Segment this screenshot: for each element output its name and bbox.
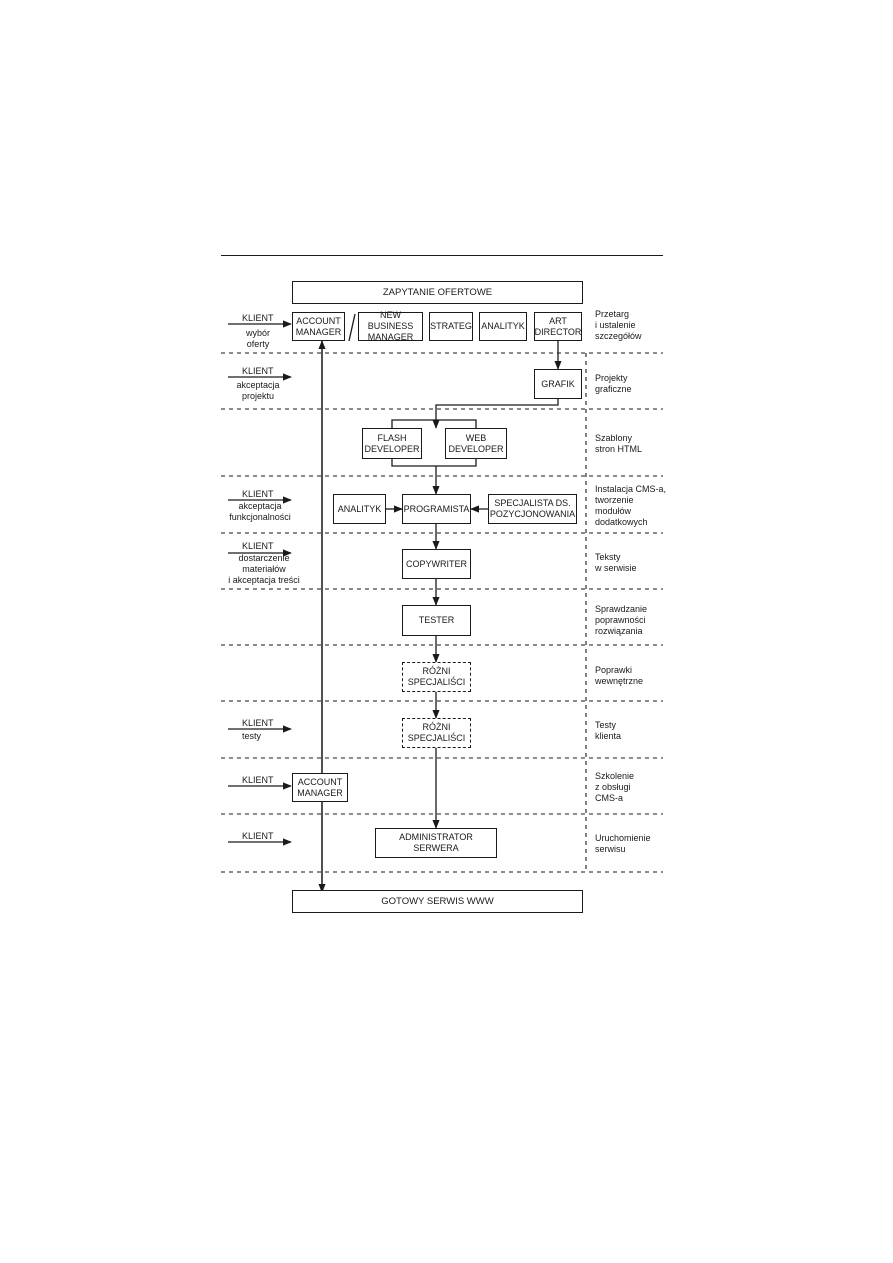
developers-bracket-bottom: [391, 459, 477, 467]
stage-label: Szkolenie z obsługi CMS-a: [595, 771, 635, 803]
stage-label: Poprawki wewnętrzne: [595, 665, 644, 686]
stage-label: Szablony stron HTML: [595, 433, 643, 454]
arrow-grafik-developers: [432, 399, 559, 429]
stage-label: Teksty w serwisie: [595, 552, 637, 573]
stage-label: Sprawdzanie poprawności rozwiązania: [595, 604, 648, 636]
client-note: testy: [242, 731, 262, 741]
slash-divider: [348, 313, 356, 342]
client-note: akceptacja funkcjonalności: [229, 501, 291, 522]
new-business-manager-box: NEW BUSINESS MANAGER: [358, 310, 423, 342]
client-label: KLIENT: [242, 775, 274, 785]
account-manager-top-box: ACCOUNT MANAGER: [292, 312, 345, 341]
flash-developer-box: FLASH DEVELOPER: [362, 428, 422, 459]
client-note: dostarczenie materiałów i akceptacja tre…: [228, 553, 300, 585]
grafik-box: GRAFIK: [534, 369, 582, 399]
strateg-box: STRATEG: [429, 312, 473, 341]
analityk-mid-box: ANALITYK: [333, 494, 386, 524]
client-label: KLIENT: [242, 541, 274, 551]
request-box: ZAPYTANIE OFERTOWE: [292, 281, 583, 304]
stage-label: Testy klienta: [595, 720, 622, 741]
developers-bracket-top: [391, 419, 477, 428]
programista-box: PROGRAMISTA: [402, 494, 471, 524]
art-director-box: ART DIRECTOR: [534, 312, 582, 341]
client-label: KLIENT: [242, 489, 274, 499]
client-label: KLIENT: [242, 366, 274, 376]
client-label: KLIENT: [242, 831, 274, 841]
client-note: wybór oferty: [245, 328, 270, 349]
analityk-top-box: ANALITYK: [479, 312, 527, 341]
administrator-box: ADMINISTRATOR SERWERA: [375, 828, 497, 858]
stage-label: Instalacja CMS-a, tworzenie modułów doda…: [595, 484, 667, 527]
rozni-specjalisci-box: RÓŻNI SPECJALIŚCI: [402, 718, 471, 748]
tester-box: TESTER: [402, 605, 471, 636]
client-label: KLIENT: [242, 718, 274, 728]
rozni-specjalisci-box: RÓŻNI SPECJALIŚCI: [402, 662, 471, 692]
page-top-rule: [221, 255, 663, 256]
stage-label: Uruchomienie serwisu: [595, 833, 651, 854]
specjalista-box: SPECJALISTA DS. POZYCJONOWANIA: [488, 494, 577, 524]
client-label: KLIENT: [242, 313, 274, 323]
copywriter-box: COPYWRITER: [402, 549, 471, 579]
stage-label: Przetarg i ustalenie szczegółów: [595, 309, 642, 341]
client-note: akceptacja projektu: [236, 380, 280, 401]
account-manager-bottom-box: ACCOUNT MANAGER: [292, 773, 348, 802]
final-box: GOTOWY SERWIS WWW: [292, 890, 583, 913]
stage-label: Projekty graficzne: [595, 373, 632, 394]
stage-separators: [221, 352, 663, 873]
web-developer-box: WEB DEVELOPER: [445, 428, 507, 459]
